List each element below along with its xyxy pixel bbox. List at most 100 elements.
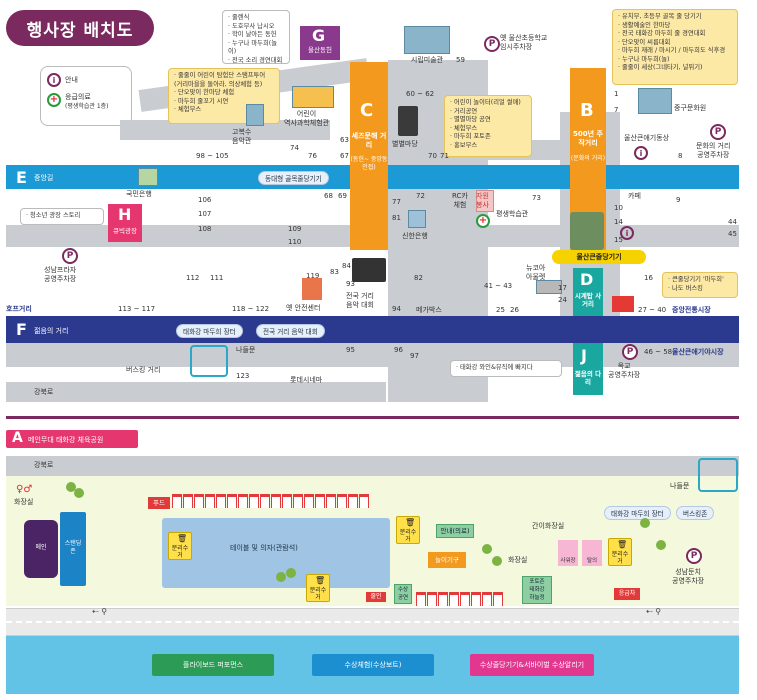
jawon-badge <box>476 190 494 212</box>
info-icon-B: i <box>634 146 648 160</box>
munhwa-parking-label: 문화의 거리 공영주차장 <box>696 142 731 159</box>
tree <box>482 544 492 554</box>
A-food-booths <box>172 494 369 508</box>
num-25: 25 <box>496 306 505 314</box>
A-gangbuk-road <box>6 456 739 476</box>
legend-medical-sub: (평생학습관 1층) <box>65 103 109 111</box>
D-activities: · 큰줄당기기 '마두희'· 나도 버스킹 <box>662 272 738 298</box>
tree <box>656 540 666 550</box>
zone-J-letter: J <box>581 346 587 365</box>
A-restroom2-label: 화장실 <box>508 556 528 564</box>
gukmin-building <box>138 168 158 186</box>
num-111: 111 <box>210 274 224 282</box>
A-photo-box: 포토존 태화강 하늘정 <box>522 576 552 604</box>
zone-C-letter: C <box>360 100 374 121</box>
road-under-F <box>6 343 739 367</box>
num-82: 82 <box>414 274 423 282</box>
zone-B-letter: B <box>580 100 594 121</box>
num-123: 123 <box>236 372 250 380</box>
zone-C-sub: (동헌~ 중앙동 인접) <box>350 156 388 171</box>
A-naldeum-label: 나들문 <box>670 482 690 490</box>
A-naldeum-bridge <box>698 458 738 492</box>
okgyo-label: 옥교 공영주차장 <box>608 362 641 379</box>
num-106: 106 <box>198 196 212 204</box>
sirip-building <box>404 26 450 54</box>
num-77: 77 <box>392 198 401 206</box>
zone-D-letter: D <box>580 270 594 289</box>
zone-F-name: 젊음의 거리 <box>34 327 69 335</box>
byeolbyeol-label: 별별마당 <box>392 140 418 148</box>
num-41-43: 41 ~ 43 <box>484 282 513 290</box>
bike-icon-right: ⇠ ⚲ <box>646 607 662 616</box>
boat-button[interactable]: 수상체험(수상보트) <box>312 654 434 676</box>
num-17: 17 <box>558 284 567 292</box>
num-109: 109 <box>288 225 302 233</box>
A-pill-1: 태화강 마두희 장터 <box>604 506 671 520</box>
flyboard-button[interactable]: 플라이보드 퍼포먼스 <box>152 654 274 676</box>
num-63: 63 <box>340 136 349 144</box>
A-gangbuk-label: 강북로 <box>34 461 54 469</box>
gukmin-label: 국민은행 <box>126 190 152 198</box>
byeolbyeol-stage <box>398 106 418 136</box>
A-changing-box: 탈의 <box>582 540 602 566</box>
num-69: 69 <box>338 192 347 200</box>
num-110: 110 <box>288 238 302 246</box>
page-title: 행사장 배치도 <box>6 10 154 46</box>
r27-label: 27 ~ 40 <box>638 306 667 314</box>
zone-G-letter: G <box>312 26 326 45</box>
H-activity: · 청소년 광장 스토리 <box>20 208 104 225</box>
num-68: 68 <box>324 192 333 200</box>
num-9: 9 <box>676 196 681 204</box>
zone-D-block <box>573 268 603 316</box>
num-45: 45 <box>728 230 737 238</box>
market-icon <box>612 296 634 312</box>
jonggu-building <box>638 88 672 114</box>
ulsan-keun-banner: 울산큰줄당기기 <box>552 250 646 264</box>
num-96: 96 <box>394 346 403 354</box>
tug-of-war-button[interactable]: 수상줄당기기&서바이벌 수상알리기 <box>470 654 594 676</box>
hopeu-label: 호프거리 <box>6 305 32 313</box>
sirip-label: 시립미술관 <box>410 56 444 64</box>
zone-A-header <box>6 430 138 448</box>
num-94: 94 <box>392 305 401 313</box>
zone-J-name: 젊음의 다리 <box>574 370 602 387</box>
gobok-label: 고복수 음악관 <box>232 128 252 145</box>
A-standing-zone <box>60 512 86 586</box>
num-24: 24 <box>558 296 567 304</box>
num-107: 107 <box>198 210 212 218</box>
num-113-117: 113 ~ 117 <box>118 305 156 313</box>
road-gobok <box>120 120 330 140</box>
gate-building <box>570 212 604 250</box>
zone-H-letter: H <box>118 205 132 224</box>
num-14: 14 <box>614 218 623 226</box>
busking-road-label: 버스킹 거리 <box>126 366 161 374</box>
zone-J-block <box>573 343 603 395</box>
school-label: 옛 울산초등학교 임시주차장 <box>500 34 548 51</box>
G-activities: · 줄렌식· 도호부사 납시오· 학이 날아든 동헌· 누구나 마두희(놀이)·… <box>222 10 290 64</box>
A-recycle-2: 분리수거 <box>306 574 330 602</box>
num-46-58: 46 ~ 58 <box>644 348 673 356</box>
section-divider <box>6 416 739 419</box>
okgyo-parking-icon: P <box>622 344 638 360</box>
bike-icon-left: ⇠ ⚲ <box>92 607 108 616</box>
cafe-label: 카페 <box>628 192 641 200</box>
A-table-zone-label: 테이블 및 의자(관람석) <box>230 544 298 552</box>
num-98-105: 98 ~ 105 <box>196 152 229 160</box>
jeonguk-music-label: 전국 거리 음악 대회 <box>346 292 374 309</box>
medical-icon: + <box>47 93 61 107</box>
A-seongnam-parking-icon: P <box>686 548 702 564</box>
info-icon-cafe: i <box>620 226 634 240</box>
num-93: 93 <box>346 280 355 288</box>
A-main-stage <box>24 520 58 578</box>
A-recycle-4: 분리수거 <box>608 538 632 566</box>
num-74: 74 <box>290 144 299 152</box>
A-pill-2: 버스킹존 <box>676 506 715 520</box>
zone-F-letter: F <box>16 320 27 339</box>
pyeongsaeng-label: 평생학습관 <box>496 210 529 218</box>
children-museum-building <box>292 86 334 108</box>
A-info-box: 안내(의료) <box>436 524 474 538</box>
num-7: 7 <box>614 106 619 114</box>
music-stage <box>352 258 386 282</box>
num-118-122: 118 ~ 122 <box>232 305 270 313</box>
